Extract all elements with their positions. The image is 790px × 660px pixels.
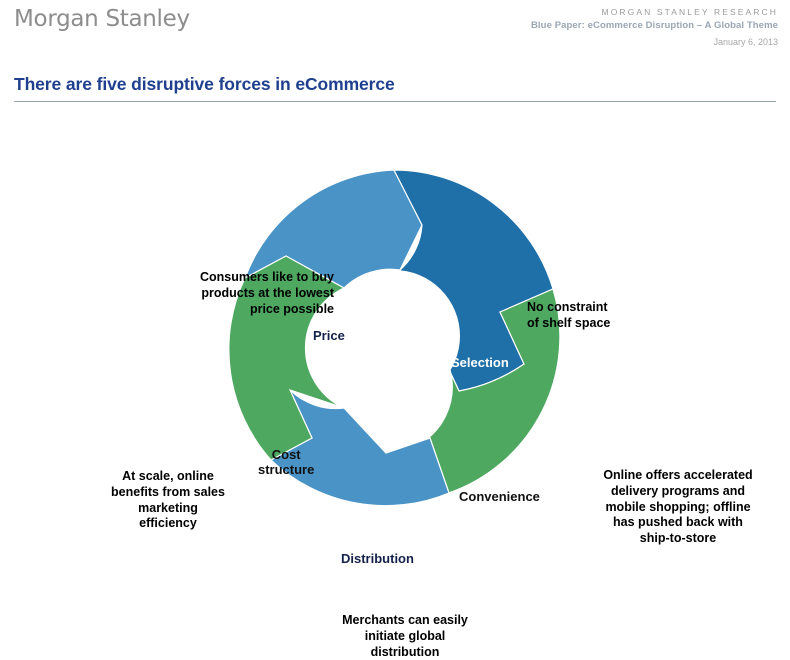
page-title: There are five disruptive forces in eCom… <box>14 74 395 94</box>
header-meta-block: MORGAN STANLEY RESEARCH Blue Paper: eCom… <box>531 7 778 48</box>
segment-label-cost-structure: Cost structure <box>258 447 315 477</box>
morgan-stanley-logo: Morgan Stanley <box>14 6 190 32</box>
page-header: Morgan Stanley MORGAN STANLEY RESEARCH B… <box>0 0 790 50</box>
callout-selection: No constraint of shelf space <box>527 300 611 330</box>
segment-label-convenience: Convenience <box>459 489 540 504</box>
title-divider <box>14 101 776 102</box>
segment-label-selection: Selection <box>451 355 509 370</box>
segment-distribution[interactable] <box>269 389 450 507</box>
segment-cost-structure[interactable] <box>228 255 346 461</box>
disruptive-forces-wheel: Price Selection Convenience Distribution… <box>0 108 790 659</box>
paper-title-label: Blue Paper: eCommerce Disruption – A Glo… <box>530 20 778 32</box>
research-label: MORGAN STANLEY RESEARCH <box>601 7 778 17</box>
callout-cost-structure: At scale, online benefits from sales mar… <box>111 469 225 531</box>
callout-distribution: Merchants can easily initiate global dis… <box>342 613 468 659</box>
wheel-svg <box>228 169 561 507</box>
segment-price[interactable] <box>243 169 423 289</box>
segment-label-price: Price <box>313 328 345 343</box>
callout-convenience: Online offers accelerated delivery progr… <box>603 468 753 545</box>
segment-label-distribution: Distribution <box>341 551 414 566</box>
donut-center-hole <box>328 270 460 402</box>
publication-date-label: January 6, 2013 <box>713 37 778 48</box>
callout-price: Consumers like to buy products at the lo… <box>199 270 334 316</box>
